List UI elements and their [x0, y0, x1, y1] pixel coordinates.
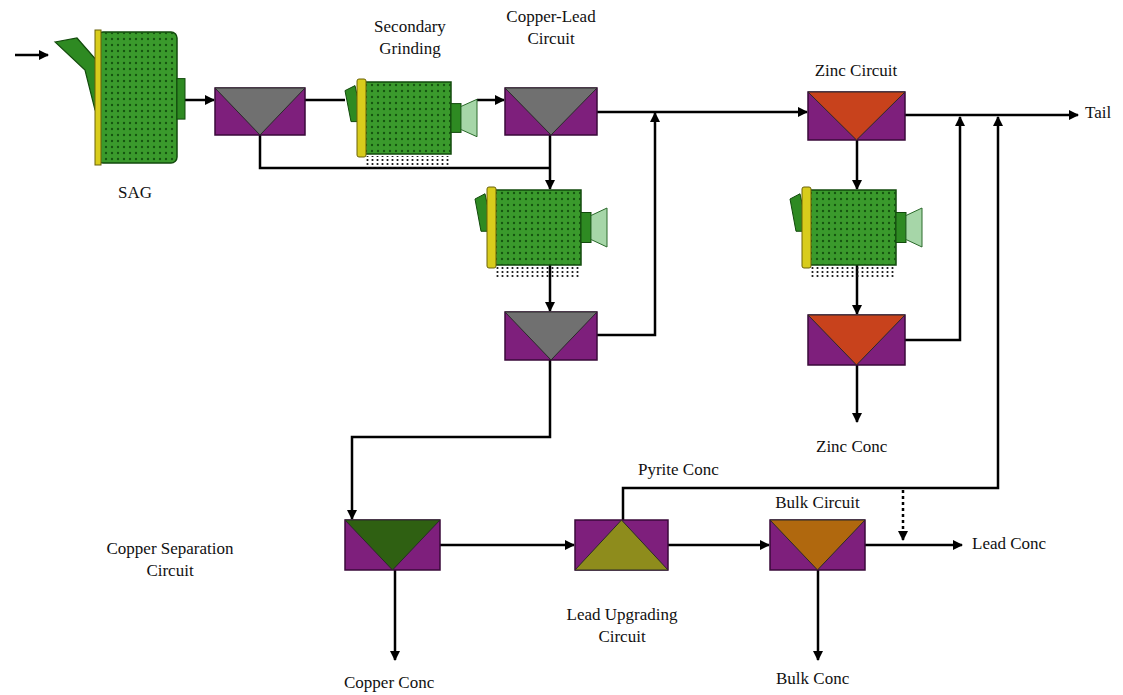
- shape-drawing: [505, 312, 597, 360]
- shape-drawing: [345, 520, 440, 570]
- grinding-mill: Secondary Grinding: [345, 82, 477, 154]
- stream-label: Zinc Conc: [816, 437, 887, 457]
- shape-drawing: [215, 88, 305, 135]
- node-label: Lead Upgrading Circuit: [547, 604, 697, 648]
- stream-label: Tail: [1085, 103, 1111, 123]
- shape-drawing: [345, 82, 477, 154]
- node-label: Zinc Circuit: [786, 60, 926, 82]
- flotation-cell: [215, 88, 305, 135]
- flow-line: [856, 365, 859, 422]
- flow-line: [865, 544, 962, 547]
- node-label: Copper Separation Circuit: [90, 538, 250, 582]
- flotation-cell: Lead Upgrading Circuit: [575, 520, 668, 570]
- flow-line: [182, 99, 214, 102]
- flotation-cell: Copper-Lead Circuit: [505, 88, 597, 135]
- flow-connector: [597, 111, 807, 114]
- flow-connector: [440, 544, 574, 547]
- node-label: SAG: [95, 182, 175, 204]
- flotation-cell: Copper Separation Circuit: [345, 520, 440, 570]
- node-label: Secondary Grinding: [355, 16, 465, 60]
- flotation-cell: Bulk Circuit: [770, 520, 865, 570]
- shape-drawing: [808, 92, 905, 140]
- flow-line: [549, 135, 552, 189]
- shape-drawing: [808, 315, 905, 365]
- shape-drawing: [505, 88, 597, 135]
- stream-label: Lead Conc: [972, 534, 1046, 554]
- flow-line: [905, 114, 1078, 117]
- flow-line: [623, 117, 998, 520]
- flow-line: [817, 570, 820, 660]
- shape-drawing: [475, 190, 607, 265]
- feed-line: [15, 54, 48, 57]
- flow-line: [856, 140, 859, 189]
- shape-drawing: [575, 520, 668, 570]
- flotation-cell: [505, 312, 597, 360]
- sag-mill: SAG: [55, 30, 183, 165]
- stream-label: Bulk Conc: [776, 669, 849, 689]
- flotation-cell: [808, 315, 905, 365]
- flow-line: [305, 99, 345, 102]
- shape-drawing: [770, 520, 865, 570]
- flow-line: [352, 360, 550, 519]
- flotation-cell: Zinc Circuit: [808, 92, 905, 140]
- shape-drawing: [55, 30, 183, 165]
- regrind-mill: [475, 190, 607, 265]
- flow-connector: [477, 99, 504, 102]
- regrind-mill: [790, 190, 922, 265]
- node-label: Copper-Lead Circuit: [491, 6, 611, 50]
- dotted-line: [902, 490, 905, 540]
- shape-drawing: [790, 190, 922, 265]
- flow-connector: [668, 544, 769, 547]
- stream-label: Pyrite Conc: [638, 460, 719, 480]
- stream-label: Copper Conc: [344, 673, 434, 693]
- node-label: Bulk Circuit: [750, 492, 885, 514]
- flow-line: [905, 117, 960, 340]
- flow-line: [394, 570, 397, 660]
